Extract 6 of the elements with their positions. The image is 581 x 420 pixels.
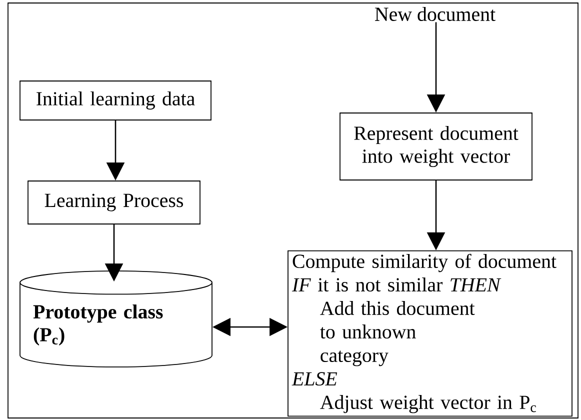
- database-cylinder: Prototype class (P$_{c}$): [20, 270, 212, 368]
- process-box: Compute similarity of document IF it is not similar THEN Add this document to unknown category ELSE Adjust weight vector in P$_{c}$: [288, 250, 572, 417]
- text-label: New document: [375, 7, 496, 21]
- process-box: Represent document into weight vector: [340, 112, 532, 180]
- process-box: Initial learning data: [20, 80, 212, 120]
- process-box: Learning Process: [28, 180, 200, 224]
